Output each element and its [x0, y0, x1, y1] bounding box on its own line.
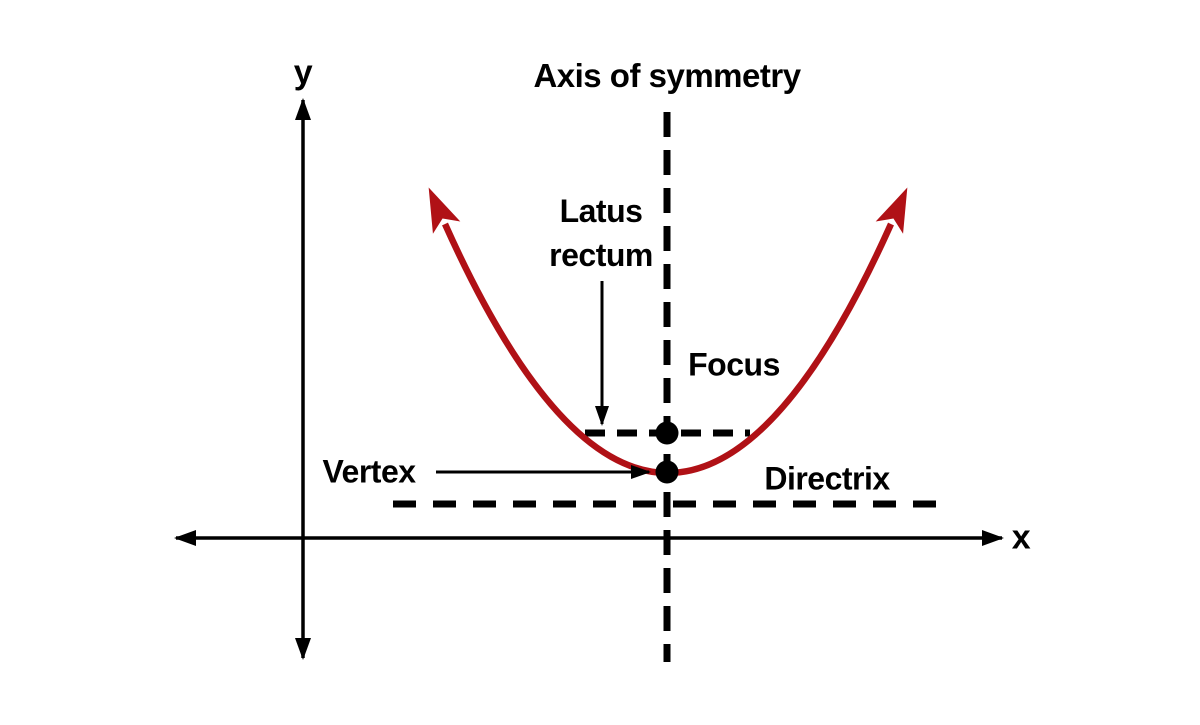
vertex-label: Vertex — [322, 453, 416, 490]
focus-label: Focus — [688, 346, 780, 383]
axis-of-symmetry-label: Axis of symmetry — [533, 57, 801, 95]
x-axis-label: x — [1011, 518, 1031, 557]
focus-point — [655, 421, 679, 445]
vertex-point — [655, 460, 679, 484]
y-axis-label: y — [293, 53, 313, 92]
directrix-label: Directrix — [764, 460, 890, 497]
latus-rectum-label: Latus rectum — [549, 193, 653, 273]
